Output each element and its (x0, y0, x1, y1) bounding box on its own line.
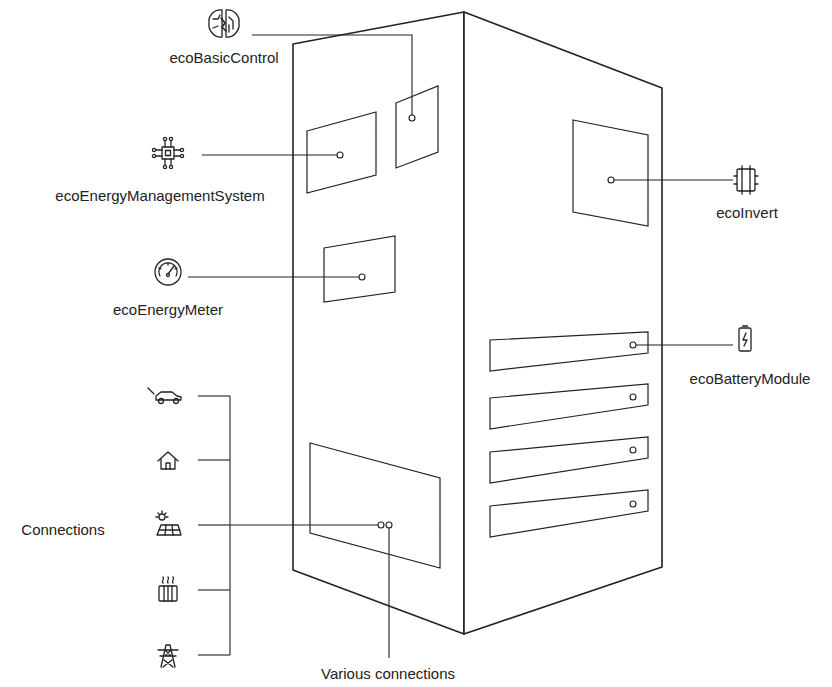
car-icon (148, 388, 181, 404)
anchor-dot (359, 274, 365, 280)
chip-icon (180, 154, 183, 157)
chip-icon (152, 154, 155, 157)
car-icon (148, 388, 154, 394)
anchor-dot (378, 522, 384, 528)
anchor-dot (630, 447, 636, 453)
leader-line (252, 35, 412, 118)
gauge-icon (155, 259, 181, 285)
inverter-icon (742, 166, 750, 194)
radiator-icon (164, 586, 172, 601)
inverter-icon (734, 166, 758, 194)
battery-panel (490, 490, 648, 537)
pylon-icon (158, 645, 178, 667)
leader-line (633, 344, 733, 345)
part-label: Various connections (321, 665, 455, 683)
chip-icon (169, 165, 172, 168)
bracket-tick (198, 395, 230, 396)
cabinet (293, 12, 662, 634)
bracket (198, 396, 230, 655)
leader-line (202, 154, 340, 155)
brain-icon (209, 10, 239, 37)
cabinet-right-face (464, 12, 662, 634)
anchor-dot (608, 177, 614, 183)
solar-icon (159, 525, 180, 535)
part-label: ecoInvert (716, 204, 778, 222)
solar-icon (156, 511, 181, 535)
gauge-icon (159, 263, 177, 269)
solar-icon (156, 511, 168, 517)
inverter-icon (737, 169, 755, 191)
car-icon (174, 399, 179, 404)
panel (307, 86, 648, 568)
solar-icon (159, 514, 165, 520)
battery-icon (739, 326, 751, 351)
leader-line (388, 525, 389, 658)
inverter-icon (734, 169, 758, 191)
chip-icon (163, 165, 166, 168)
bracket-tick (198, 589, 230, 590)
solar-icon (157, 525, 181, 535)
battery-icon (743, 325, 748, 326)
chip-icon (180, 148, 183, 151)
anchor-dot (630, 501, 636, 507)
chip-icon (156, 141, 180, 165)
house-icon (158, 452, 178, 469)
part-label: Connections (21, 521, 104, 539)
anchor-dot (386, 522, 392, 528)
bracket-tick (198, 459, 230, 460)
battery-panel (490, 384, 648, 429)
brain-icon (209, 10, 222, 37)
anchor-dot (630, 342, 636, 348)
anchor-dot (630, 394, 636, 400)
part-label: ecoEnergyManagementSystem (55, 187, 264, 205)
brain-icon (213, 15, 233, 32)
house-icon (166, 463, 170, 469)
brain-icon (221, 18, 226, 31)
inverter-panel (573, 120, 648, 226)
leader-line (188, 35, 733, 658)
leader-line (188, 276, 362, 277)
car-icon (159, 399, 164, 404)
icon (148, 10, 758, 667)
bracket-tick (198, 524, 230, 525)
part-label: ecoBasicControl (169, 49, 278, 67)
gauge-icon (168, 266, 174, 274)
control-panel (396, 86, 438, 168)
battery-icon (743, 333, 747, 346)
meter-panel (324, 236, 395, 302)
part-label: ecoEnergyMeter (113, 301, 223, 319)
chip-icon (169, 137, 172, 140)
radiator-icon (159, 586, 177, 601)
gauge-icon (159, 263, 177, 276)
chip-icon (163, 137, 166, 140)
bracket-tick (198, 654, 230, 655)
cabinet-left-face (293, 12, 464, 634)
battery-panel (490, 332, 648, 371)
battery-icon (739, 328, 751, 351)
battery-panel (490, 437, 648, 483)
chip-icon (162, 147, 174, 159)
house-icon (161, 459, 175, 469)
connection-panel (310, 443, 440, 568)
anchor-dot (337, 115, 636, 528)
chip-icon (166, 151, 171, 156)
leader-line (611, 179, 733, 180)
anchor-dot (409, 115, 415, 121)
pylon-icon (158, 650, 178, 667)
chip-icon (152, 137, 183, 168)
radiator-icon (159, 577, 177, 601)
anchor-dot (337, 152, 343, 158)
ems-panel (307, 112, 376, 193)
leader-line (230, 524, 381, 525)
gauge-icon (155, 259, 181, 285)
part-label: ecoBatteryModule (690, 370, 811, 388)
chip-icon (152, 148, 155, 151)
gauge-icon (167, 274, 170, 277)
radiator-icon (162, 577, 173, 583)
